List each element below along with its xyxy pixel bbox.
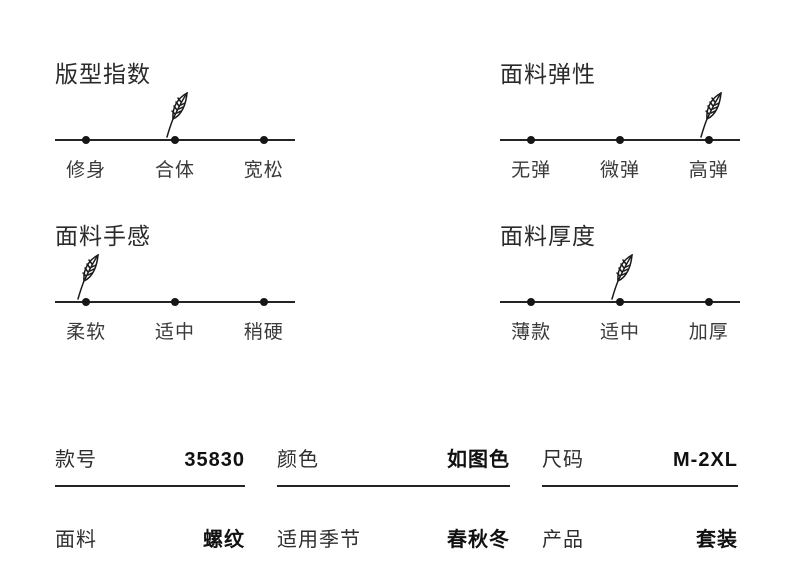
spec-label: 颜色 [277,449,319,471]
feather-marker-icon [72,253,100,300]
scale-dot [704,136,713,144]
spec-label: 款号 [55,449,97,471]
scale-label: 无弹 [511,160,552,181]
scale-track [500,91,740,151]
spec-row-season: 适用季节 春秋冬 [277,523,510,565]
scale-label: 稍硬 [243,322,284,343]
spec-row-product: 产品 套装 [542,523,738,565]
spec-label: 适用季节 [277,529,361,551]
section-title: 面料弹性 [500,61,596,87]
spec-row-style-number: 款号 35830 [55,443,245,487]
scale-track [55,91,295,151]
spec-value: 螺纹 [203,529,245,551]
specs-table: 款号 35830 颜色 如图色 尺码 M-2XL 面料 螺纹 适用季节 春秋冬 … [0,443,790,565]
spec-row-size: 尺码 M-2XL [542,443,738,487]
section-title: 面料厚度 [500,223,596,249]
scale-label: 合体 [154,160,196,181]
spec-label: 尺码 [542,449,584,471]
scale-section-feel: 面料手感 柔软 适中 稍硬 [55,217,295,343]
scale-section-elasticity: 面料弹性 无弹 微弹 高弹 [500,55,740,181]
scale-label: 修身 [66,160,107,181]
scale-dot [527,298,536,306]
spec-value: 35830 [184,449,245,471]
scale-track [55,253,295,313]
scale-dot [616,298,624,306]
spec-value: M-2XL [673,449,738,471]
scale-label: 适中 [154,322,196,343]
scale-label: 薄款 [511,322,552,343]
scale-dot [259,298,268,306]
spec-label: 面料 [55,529,97,551]
scale-section-fit: 版型指数 修身 合体 宽松 [55,55,295,181]
spec-value: 套装 [696,529,738,551]
spec-value: 如图色 [447,449,510,471]
feather-marker-icon [161,91,189,138]
scale-dot [259,136,268,144]
scale-labels: 无弹 微弹 高弹 [500,155,740,181]
scale-dot [616,136,624,144]
scale-label: 高弹 [688,160,729,181]
scale-label: 宽松 [243,160,284,181]
section-title: 面料手感 [55,223,151,249]
scale-labels: 修身 合体 宽松 [55,155,295,181]
scale-label: 加厚 [688,322,729,343]
scale-labels: 薄款 适中 加厚 [500,317,740,343]
attribute-scales: 版型指数 修身 合体 宽松 [0,55,790,343]
scale-dot [171,136,179,144]
scale-label: 适中 [599,322,641,343]
scale-labels: 柔软 适中 稍硬 [55,317,295,343]
scale-dot [82,136,91,144]
feather-marker-icon [606,253,634,300]
section-title: 版型指数 [55,61,151,87]
spec-value: 春秋冬 [447,529,510,551]
scale-label: 微弹 [599,160,641,181]
scale-section-thickness: 面料厚度 薄款 适中 加厚 [500,217,740,343]
scale-dot [704,298,713,306]
scale-dot [527,136,536,144]
spec-row-fabric: 面料 螺纹 [55,523,245,565]
spec-row-color: 颜色 如图色 [277,443,510,487]
scale-dot [82,298,91,306]
spec-label: 产品 [542,529,584,551]
scale-dot [171,298,179,306]
scale-label: 柔软 [66,322,107,343]
scale-track [500,253,740,313]
feather-marker-icon [695,91,723,138]
